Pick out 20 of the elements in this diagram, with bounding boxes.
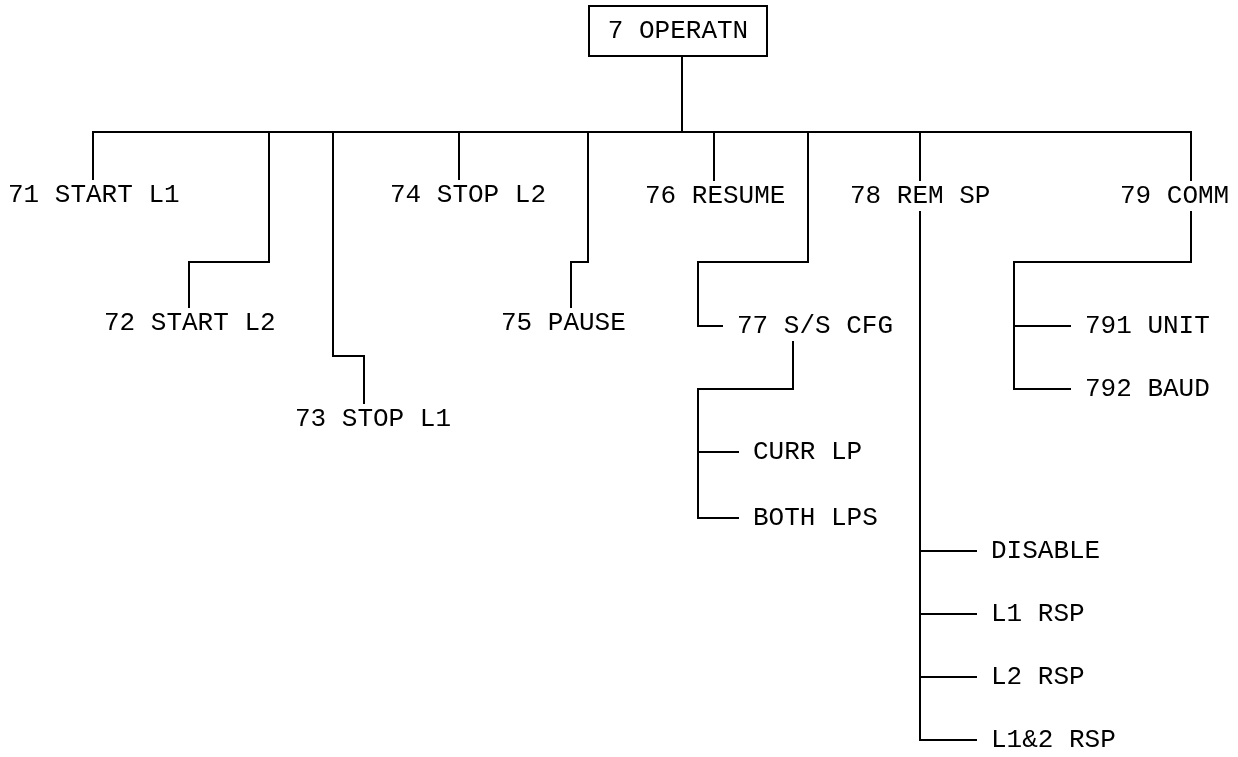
menu-item-label: 75 PAUSE (501, 308, 626, 338)
menu-item-label: 73 STOP L1 (295, 404, 452, 434)
menu-item-label: 792 BAUD (1071, 374, 1210, 404)
menu-item-label: 78 REM SP (850, 181, 991, 211)
menu-box: 7 OPERATN (588, 5, 768, 57)
menu-item-label: 72 START L2 (104, 308, 276, 338)
connector-line (697, 340, 794, 519)
menu-item-label: BOTH LPS (739, 503, 878, 533)
menu-item-label: 76 RESUME (645, 181, 786, 211)
menu-item-label: 79 COMM (1120, 181, 1230, 211)
menu-item-label: DISABLE (977, 536, 1101, 566)
connector-line (1013, 210, 1192, 390)
menu-item-label: L2 RSP (977, 662, 1085, 692)
menu-item-label: L1&2 RSP (977, 725, 1116, 755)
menu-item-label: 791 UNIT (1071, 311, 1210, 341)
menu-item-label: CURR LP (739, 437, 863, 467)
menu-item-label: 77 S/S CFG (723, 311, 894, 341)
menu-item-label: L1 RSP (977, 599, 1085, 629)
menu-item-label: 74 STOP L2 (390, 180, 547, 210)
menu-item-label: 71 START L1 (8, 180, 180, 210)
